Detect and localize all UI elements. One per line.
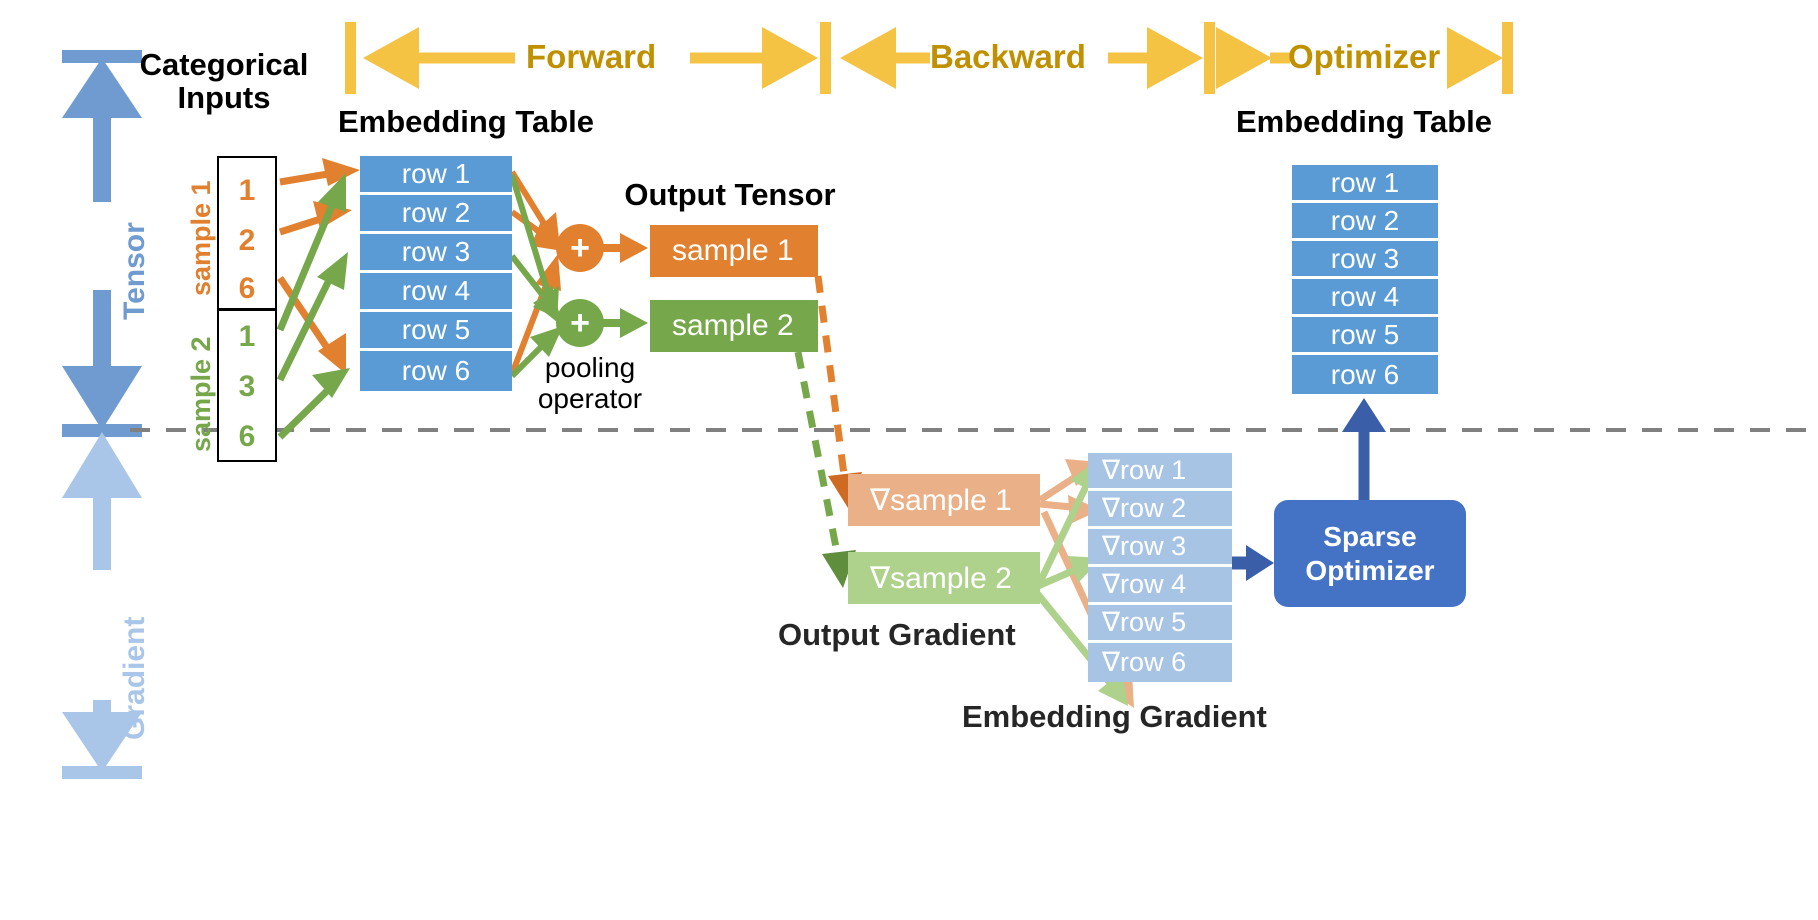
sparse-optimizer-line1: Sparse [1323,521,1417,553]
banner-label-backward: Backward [930,38,1086,75]
pooling-operator-sample-2: + [556,299,604,347]
embedding-row: row 4 [1292,279,1438,317]
output-gradient-box-sample-2: ∇sample 2 [848,552,1040,604]
embedding-to-pooling-arrows [509,170,563,379]
embedding-gradient-row: ∇row 6 [1088,643,1232,682]
banner-label-forward: Forward [526,38,657,75]
input-sample-tag-2: sample 2 [186,336,216,452]
header-output-gradient: Output Gradient [778,617,1016,652]
categorical-inputs-box: 1 2 6 1 3 6 [217,156,277,462]
banner-label-optimizer: Optimizer [1288,38,1441,75]
embedding-gradient-table: ∇row 1 ∇row 2 ∇row 3 ∇row 4 ∇row 5 ∇row … [1088,453,1232,685]
input-sample-tag-1: sample 1 [186,180,216,296]
embedding-gradient-row: ∇row 2 [1088,491,1232,529]
embedding-table-left: row 1 row 2 row 3 row 4 row 5 row 6 [360,156,512,391]
header-embedding-table-right: Embedding Table [1235,104,1493,139]
input-index-s1-0: 1 [238,174,256,207]
input-index-s2-2: 6 [238,420,256,453]
output-tensor-box-sample-1: sample 1 [650,225,818,277]
embedding-row: row 5 [1292,317,1438,355]
input-index-s2-1: 3 [238,370,256,403]
sparse-optimizer-line2: Optimizer [1305,554,1435,586]
embedding-gradient-row: ∇row 3 [1088,529,1232,567]
embedding-table-right: row 1 row 2 row 3 row 4 row 5 row 6 [1292,165,1438,397]
embedding-row: row 1 [360,156,512,195]
input-index-s1-1: 2 [238,224,256,257]
input-to-embedding-arrows [276,158,360,440]
embedding-row: row 4 [360,273,512,312]
embgrad-to-optimizer-arrow [1232,545,1274,581]
label-pooling-operator: pooling operator [524,352,656,415]
header-embedding-gradient: Embedding Gradient [962,699,1267,734]
embedding-gradient-row: ∇row 5 [1088,605,1232,643]
embedding-row: row 3 [1292,241,1438,279]
axis-label-tensor: Tensor [118,222,151,320]
output-tensor-box-sample-2: sample 2 [650,300,818,352]
embedding-row: row 6 [360,351,512,391]
optimizer-to-embedding-arrow [1342,398,1386,500]
axis-label-gradient: Gradient [118,616,151,740]
input-sample-divider [219,308,275,311]
header-embedding-table-left: Embedding Table [337,104,595,139]
header-output-tensor: Output Tensor [624,177,836,212]
header-categorical-inputs-line1: Categorical [139,47,309,82]
sparse-optimizer-box[interactable]: Sparse Optimizer [1274,500,1466,607]
pooling-operator-sample-1: + [556,224,604,272]
sparse-optimizer-label: Sparse Optimizer [1305,520,1434,586]
input-index-s2-0: 1 [238,320,256,353]
embedding-gradient-row: ∇row 1 [1088,453,1232,491]
label-pooling-line2: operator [537,383,643,415]
header-categorical-inputs: Categorical Inputs [126,48,322,115]
embedding-row: row 6 [1292,355,1438,394]
label-pooling-line1: pooling [544,352,636,383]
pooling-to-output-arrows [600,233,648,338]
embedding-row: row 2 [360,195,512,234]
header-categorical-inputs-line2: Inputs [177,80,271,116]
output-gradient-box-sample-1: ∇sample 1 [848,474,1040,526]
embedding-row: row 2 [1292,203,1438,241]
input-index-s1-2: 6 [238,272,256,305]
embedding-row: row 5 [360,312,512,351]
embedding-gradient-row: ∇row 4 [1088,567,1232,605]
embedding-row: row 1 [1292,165,1438,203]
embedding-row: row 3 [360,234,512,273]
